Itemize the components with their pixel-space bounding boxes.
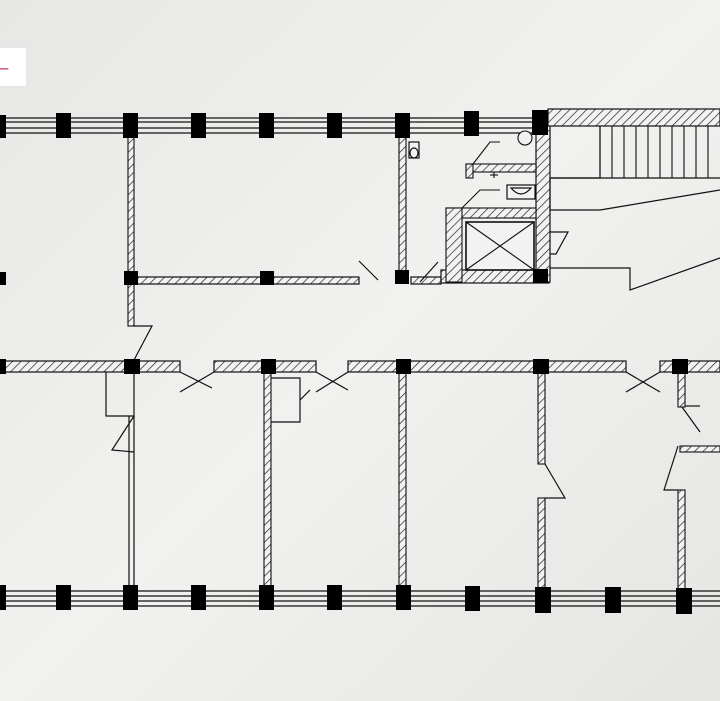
column xyxy=(259,585,274,610)
column xyxy=(191,113,206,138)
column xyxy=(123,585,138,610)
toilet-core xyxy=(408,121,551,283)
column xyxy=(191,585,206,610)
column xyxy=(124,359,140,374)
column xyxy=(396,359,411,374)
column xyxy=(260,271,274,285)
toilet-fixture-icon xyxy=(408,141,420,159)
column xyxy=(261,359,276,374)
column xyxy=(124,271,138,285)
column xyxy=(535,587,551,613)
urinal-fixture-icon xyxy=(506,184,536,200)
column xyxy=(123,113,138,138)
washbasin-icon xyxy=(517,130,533,146)
column xyxy=(676,588,692,614)
column xyxy=(395,113,410,138)
column xyxy=(0,272,6,285)
column xyxy=(0,359,6,374)
column xyxy=(464,111,479,136)
column xyxy=(396,585,411,610)
column xyxy=(56,585,71,610)
column xyxy=(465,586,480,611)
column xyxy=(533,269,548,283)
column xyxy=(605,587,621,613)
column xyxy=(533,359,549,374)
column xyxy=(327,585,342,610)
corridor-south-wall xyxy=(0,360,720,373)
column xyxy=(259,113,274,138)
corner-tag: ー xyxy=(0,48,26,86)
bottom-exterior-wall xyxy=(0,590,720,607)
column xyxy=(0,585,6,610)
structural-columns xyxy=(0,110,692,614)
column xyxy=(672,359,688,374)
column xyxy=(532,110,548,135)
column xyxy=(395,270,409,284)
column xyxy=(56,113,71,138)
elevator-shaft-icon xyxy=(465,221,535,271)
column xyxy=(327,113,342,138)
corner-tag-text: ー xyxy=(0,60,11,79)
door-swings xyxy=(110,260,701,499)
column xyxy=(0,115,6,138)
